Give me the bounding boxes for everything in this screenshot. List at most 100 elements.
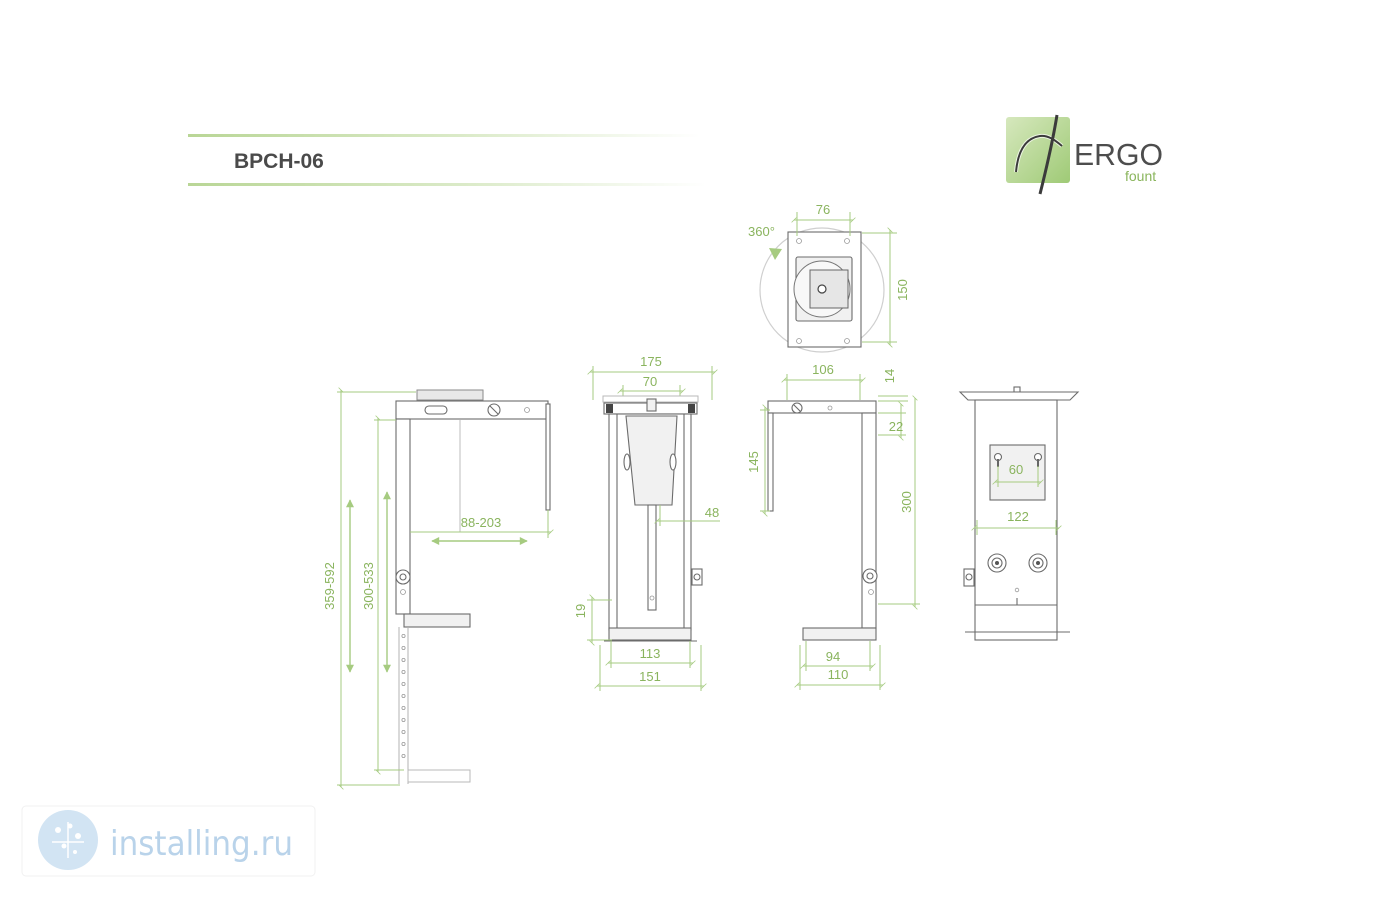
side-clip-left — [623, 453, 631, 471]
top-view: 76 360° 150 — [748, 202, 910, 353]
dim-label-foot-inner: 94 — [826, 649, 840, 664]
back-top-plate — [958, 391, 1080, 401]
dim-label-outer-base: 151 — [639, 669, 661, 684]
watermark-text: installing.ru — [110, 824, 293, 864]
swivel-pin — [817, 284, 827, 294]
fitting-left-center — [995, 561, 999, 565]
side-upright — [861, 412, 877, 629]
dim-label-height: 300 — [899, 491, 914, 513]
dim-label-rotation: 360° — [748, 224, 775, 239]
front-base-tray — [608, 627, 692, 641]
bracket-knob — [646, 398, 657, 412]
side-view-left: 359-592 300-533 88-203 — [322, 387, 554, 790]
tube-hole — [401, 694, 406, 699]
dim-label-top-thickness: 14 — [882, 369, 897, 383]
side-plate — [545, 403, 551, 511]
side-upright-hole — [868, 589, 874, 595]
watermark: installing.ru — [21, 805, 316, 877]
dim-label-clamp-width: 70 — [643, 374, 657, 389]
upright-sleeve — [395, 418, 411, 615]
rotation-circle — [759, 227, 885, 353]
dim-label-arm-gap: 22 — [889, 419, 903, 434]
logo-swoosh — [1015, 134, 1063, 173]
rod-hole — [649, 595, 655, 601]
dim-label-hole-spacing: 60 — [1009, 462, 1023, 477]
swivel-block — [809, 269, 849, 309]
arm-hole — [524, 407, 530, 413]
back-body — [974, 399, 1058, 641]
back-knob-center — [965, 573, 973, 581]
tube-hole — [401, 658, 406, 663]
upright-hole — [400, 589, 406, 595]
center-rod — [647, 504, 657, 611]
tube-hole — [401, 646, 406, 651]
logo-stroke — [1038, 114, 1059, 195]
header-rule-bottom — [188, 183, 706, 186]
bracket-end-left — [606, 404, 613, 413]
rotation-arrow-icon — [769, 248, 782, 260]
side-view-right: 106 14 22 145 300 94 110 — [746, 362, 920, 690]
tube-hole — [401, 730, 406, 735]
side-top-knob-mark — [793, 404, 801, 412]
arm-knob-mark — [489, 405, 499, 415]
side-top-hole — [827, 405, 833, 411]
side-left-plate — [767, 412, 774, 512]
brand-logo: ERGO fount — [1006, 114, 1163, 195]
side-height-knob-center — [866, 572, 874, 580]
dim-label-height-inner: 300-533 — [361, 562, 376, 610]
logo-brand-text: ERGO — [1074, 137, 1163, 172]
tube-hole — [401, 706, 406, 711]
tube-hole — [401, 754, 406, 759]
keyhole-right-slot — [1037, 459, 1039, 467]
dim-label-offset: 48 — [705, 505, 719, 520]
tube-hole — [401, 718, 406, 723]
header-rule-top — [188, 134, 700, 137]
base-foot — [403, 613, 471, 628]
back-hole — [1014, 587, 1020, 593]
dim-label-height-total: 359-592 — [322, 562, 337, 610]
logo-sub-text: fount — [1125, 168, 1156, 184]
plate-hole — [796, 338, 802, 344]
clamp-pad — [416, 389, 484, 401]
dim-label-top-width: 76 — [816, 202, 830, 217]
watermark-frame — [21, 805, 316, 877]
plate-hole — [796, 238, 802, 244]
center-plate — [625, 415, 678, 506]
dim-label-body-width: 122 — [1007, 509, 1029, 524]
tube-hole — [401, 670, 406, 675]
keyhole-left-slot — [997, 459, 999, 467]
height-knob-center — [399, 573, 407, 581]
header: BPCH-06 — [188, 134, 706, 186]
tube-hole — [401, 634, 406, 639]
watermark-logo-dot — [73, 850, 77, 854]
plate-hole — [844, 338, 850, 344]
fitting-right-center — [1036, 561, 1040, 565]
arm-slot — [424, 405, 448, 415]
dim-label-plate-height: 145 — [746, 451, 761, 473]
logo-square — [1006, 117, 1070, 183]
dim-label-top-depth: 150 — [895, 279, 910, 301]
base-foot-extended — [407, 769, 471, 783]
side-base-foot — [802, 627, 877, 641]
dim-label-inner-base: 113 — [640, 646, 661, 661]
dim-label-front-width: 175 — [640, 354, 662, 369]
plate-hole — [844, 238, 850, 244]
bracket-end-right — [688, 404, 695, 413]
dim-label-lip: 19 — [573, 604, 588, 618]
side-top-bar — [767, 400, 877, 414]
front-knob-center — [693, 573, 701, 581]
watermark-logo-dot — [61, 843, 67, 849]
watermark-logo-dot — [75, 833, 81, 839]
tube-hole — [401, 742, 406, 747]
front-view: 175 70 48 19 113 1 — [573, 354, 720, 691]
dim-label-foot-outer: 110 — [828, 667, 849, 682]
back-view: 60 122 — [958, 386, 1080, 641]
dim-label-top-bar-width: 106 — [812, 362, 834, 377]
dim-label-reach: 88-203 — [461, 515, 501, 530]
watermark-logo-dot — [55, 827, 61, 833]
tube-hole — [401, 682, 406, 687]
back-top-tab — [1013, 386, 1021, 393]
page-title: BPCH-06 — [234, 150, 324, 173]
side-clip-right — [669, 453, 677, 471]
